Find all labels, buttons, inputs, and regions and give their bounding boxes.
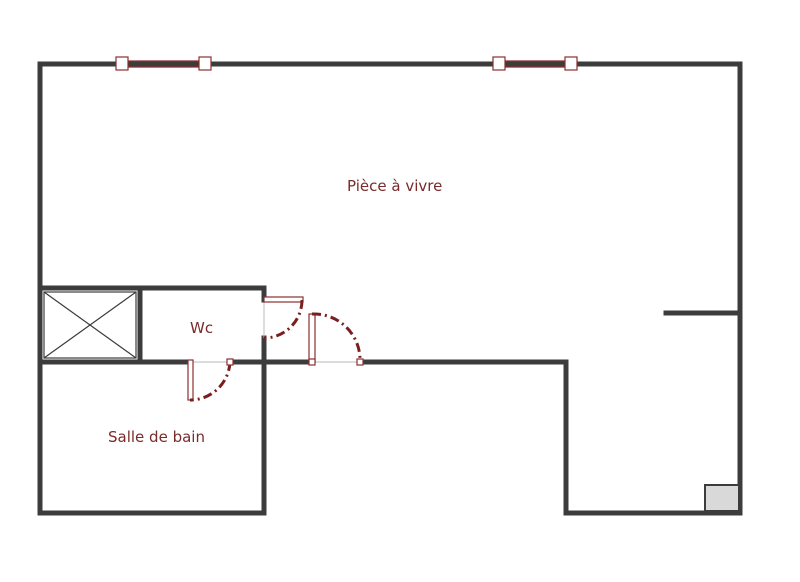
window-right bbox=[492, 56, 578, 71]
room-label-living: Pièce à vivre bbox=[347, 177, 443, 195]
room-label-wc: Wc bbox=[190, 319, 214, 337]
technical-shaft bbox=[43, 291, 137, 359]
window-left bbox=[115, 56, 212, 71]
outer-walls bbox=[37, 61, 743, 516]
inner-walls bbox=[37, 285, 743, 516]
door-corridor-living bbox=[308, 312, 364, 366]
room-label-bathroom: Salle de bain bbox=[108, 428, 205, 446]
door-wc-living bbox=[263, 296, 304, 340]
door-wc-bathroom bbox=[187, 358, 234, 402]
corner-equipment bbox=[704, 484, 740, 512]
